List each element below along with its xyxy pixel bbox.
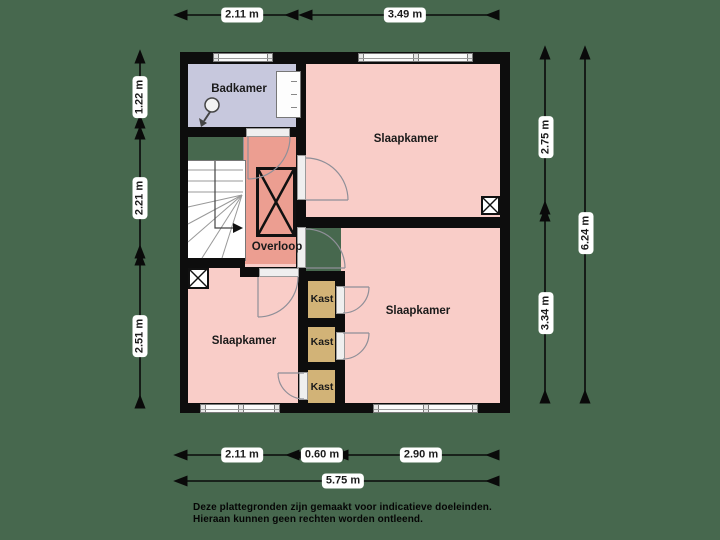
window-mullion <box>274 404 280 413</box>
washbasin-unit <box>276 71 301 118</box>
label-slaapkamer-top-right: Slaapkamer <box>373 133 439 145</box>
door-kast-3 <box>299 372 308 400</box>
window-mullion <box>373 404 379 413</box>
fixture-mark <box>291 107 297 108</box>
wall-bedrooms-divider <box>306 217 510 228</box>
label-kast-1: Kast <box>310 293 334 305</box>
dim-bottom-3: 2.90 m <box>399 447 443 463</box>
wall-bottom <box>180 403 510 413</box>
dim-bottom-1: 2.11 m <box>221 447 263 463</box>
fixture-mark <box>291 81 297 82</box>
label-kast-3: Kast <box>310 381 334 393</box>
disclaimer-line-2: Hieraan kunnen geen rechten worden ontle… <box>193 513 423 525</box>
window-bedroom-bottom-right <box>373 404 478 413</box>
room-kast-1 <box>306 278 337 322</box>
chimney-box-left <box>188 268 209 289</box>
dim-right-3: 6.24 m <box>578 211 594 255</box>
wall-stairs-bottom <box>180 258 245 268</box>
dim-right-2: 3.34 m <box>538 291 554 335</box>
label-overloop: Overloop <box>251 241 303 253</box>
window-mullion <box>358 53 364 62</box>
door-bedroom-bottom-left <box>259 268 299 277</box>
dim-right-1: 2.75 m <box>538 115 554 159</box>
window-mullion <box>200 404 206 413</box>
dim-left-3: 2.51 m <box>132 314 148 358</box>
room-slaapkamer-bottom-right <box>341 224 504 407</box>
window-mullion <box>238 404 244 413</box>
disclaimer-line-1: Deze plattegronden zijn gemaakt voor ind… <box>193 502 492 513</box>
wall-right <box>500 52 510 413</box>
dim-top-1: 2.11 m <box>221 7 263 23</box>
dim-bottom-total: 5.75 m <box>321 473 365 489</box>
dim-top-2: 3.49 m <box>383 7 427 23</box>
wall-kast-left <box>298 275 308 403</box>
window-mullion <box>213 53 219 62</box>
stairwell-void-box <box>256 167 296 237</box>
dim-left-2: 2.21 m <box>132 176 148 220</box>
wall-kast-divider-2 <box>306 362 337 370</box>
window-mullion <box>413 53 419 62</box>
staircase <box>187 160 246 261</box>
door-bathroom <box>246 128 290 137</box>
window-mullion <box>467 53 473 62</box>
fixture-mark <box>291 94 297 95</box>
window-bedroom-top <box>358 53 473 62</box>
door-kast-1 <box>336 286 345 314</box>
room-kast-2 <box>306 324 337 364</box>
wall-kast-divider-1 <box>306 318 337 327</box>
room-kast-3 <box>306 366 337 406</box>
dim-left-1: 1.22 m <box>132 75 148 119</box>
window-mullion <box>423 404 429 413</box>
chimney-box-right <box>481 196 500 215</box>
wall-left <box>180 52 188 413</box>
disclaimer-text: Deze plattegronden zijn gemaakt voor ind… <box>193 502 492 525</box>
wall-kast-top <box>298 271 345 281</box>
door-bedroom-top-right <box>297 155 306 200</box>
dim-bottom-2: 0.60 m <box>300 447 344 463</box>
label-badkamer: Badkamer <box>211 83 267 95</box>
door-bedroom-bottom-right <box>297 227 306 268</box>
label-slaapkamer-bottom-right: Slaapkamer <box>385 305 451 317</box>
window-bedroom-bottom-left <box>200 404 280 413</box>
label-slaapkamer-bottom-left: Slaapkamer <box>211 335 277 347</box>
window-mullion <box>267 53 273 62</box>
window-mullion <box>472 404 478 413</box>
wall-bathroom-bottom <box>180 127 306 137</box>
label-kast-2: Kast <box>310 336 334 348</box>
window-bathroom <box>213 53 273 62</box>
door-kast-2 <box>336 332 345 360</box>
